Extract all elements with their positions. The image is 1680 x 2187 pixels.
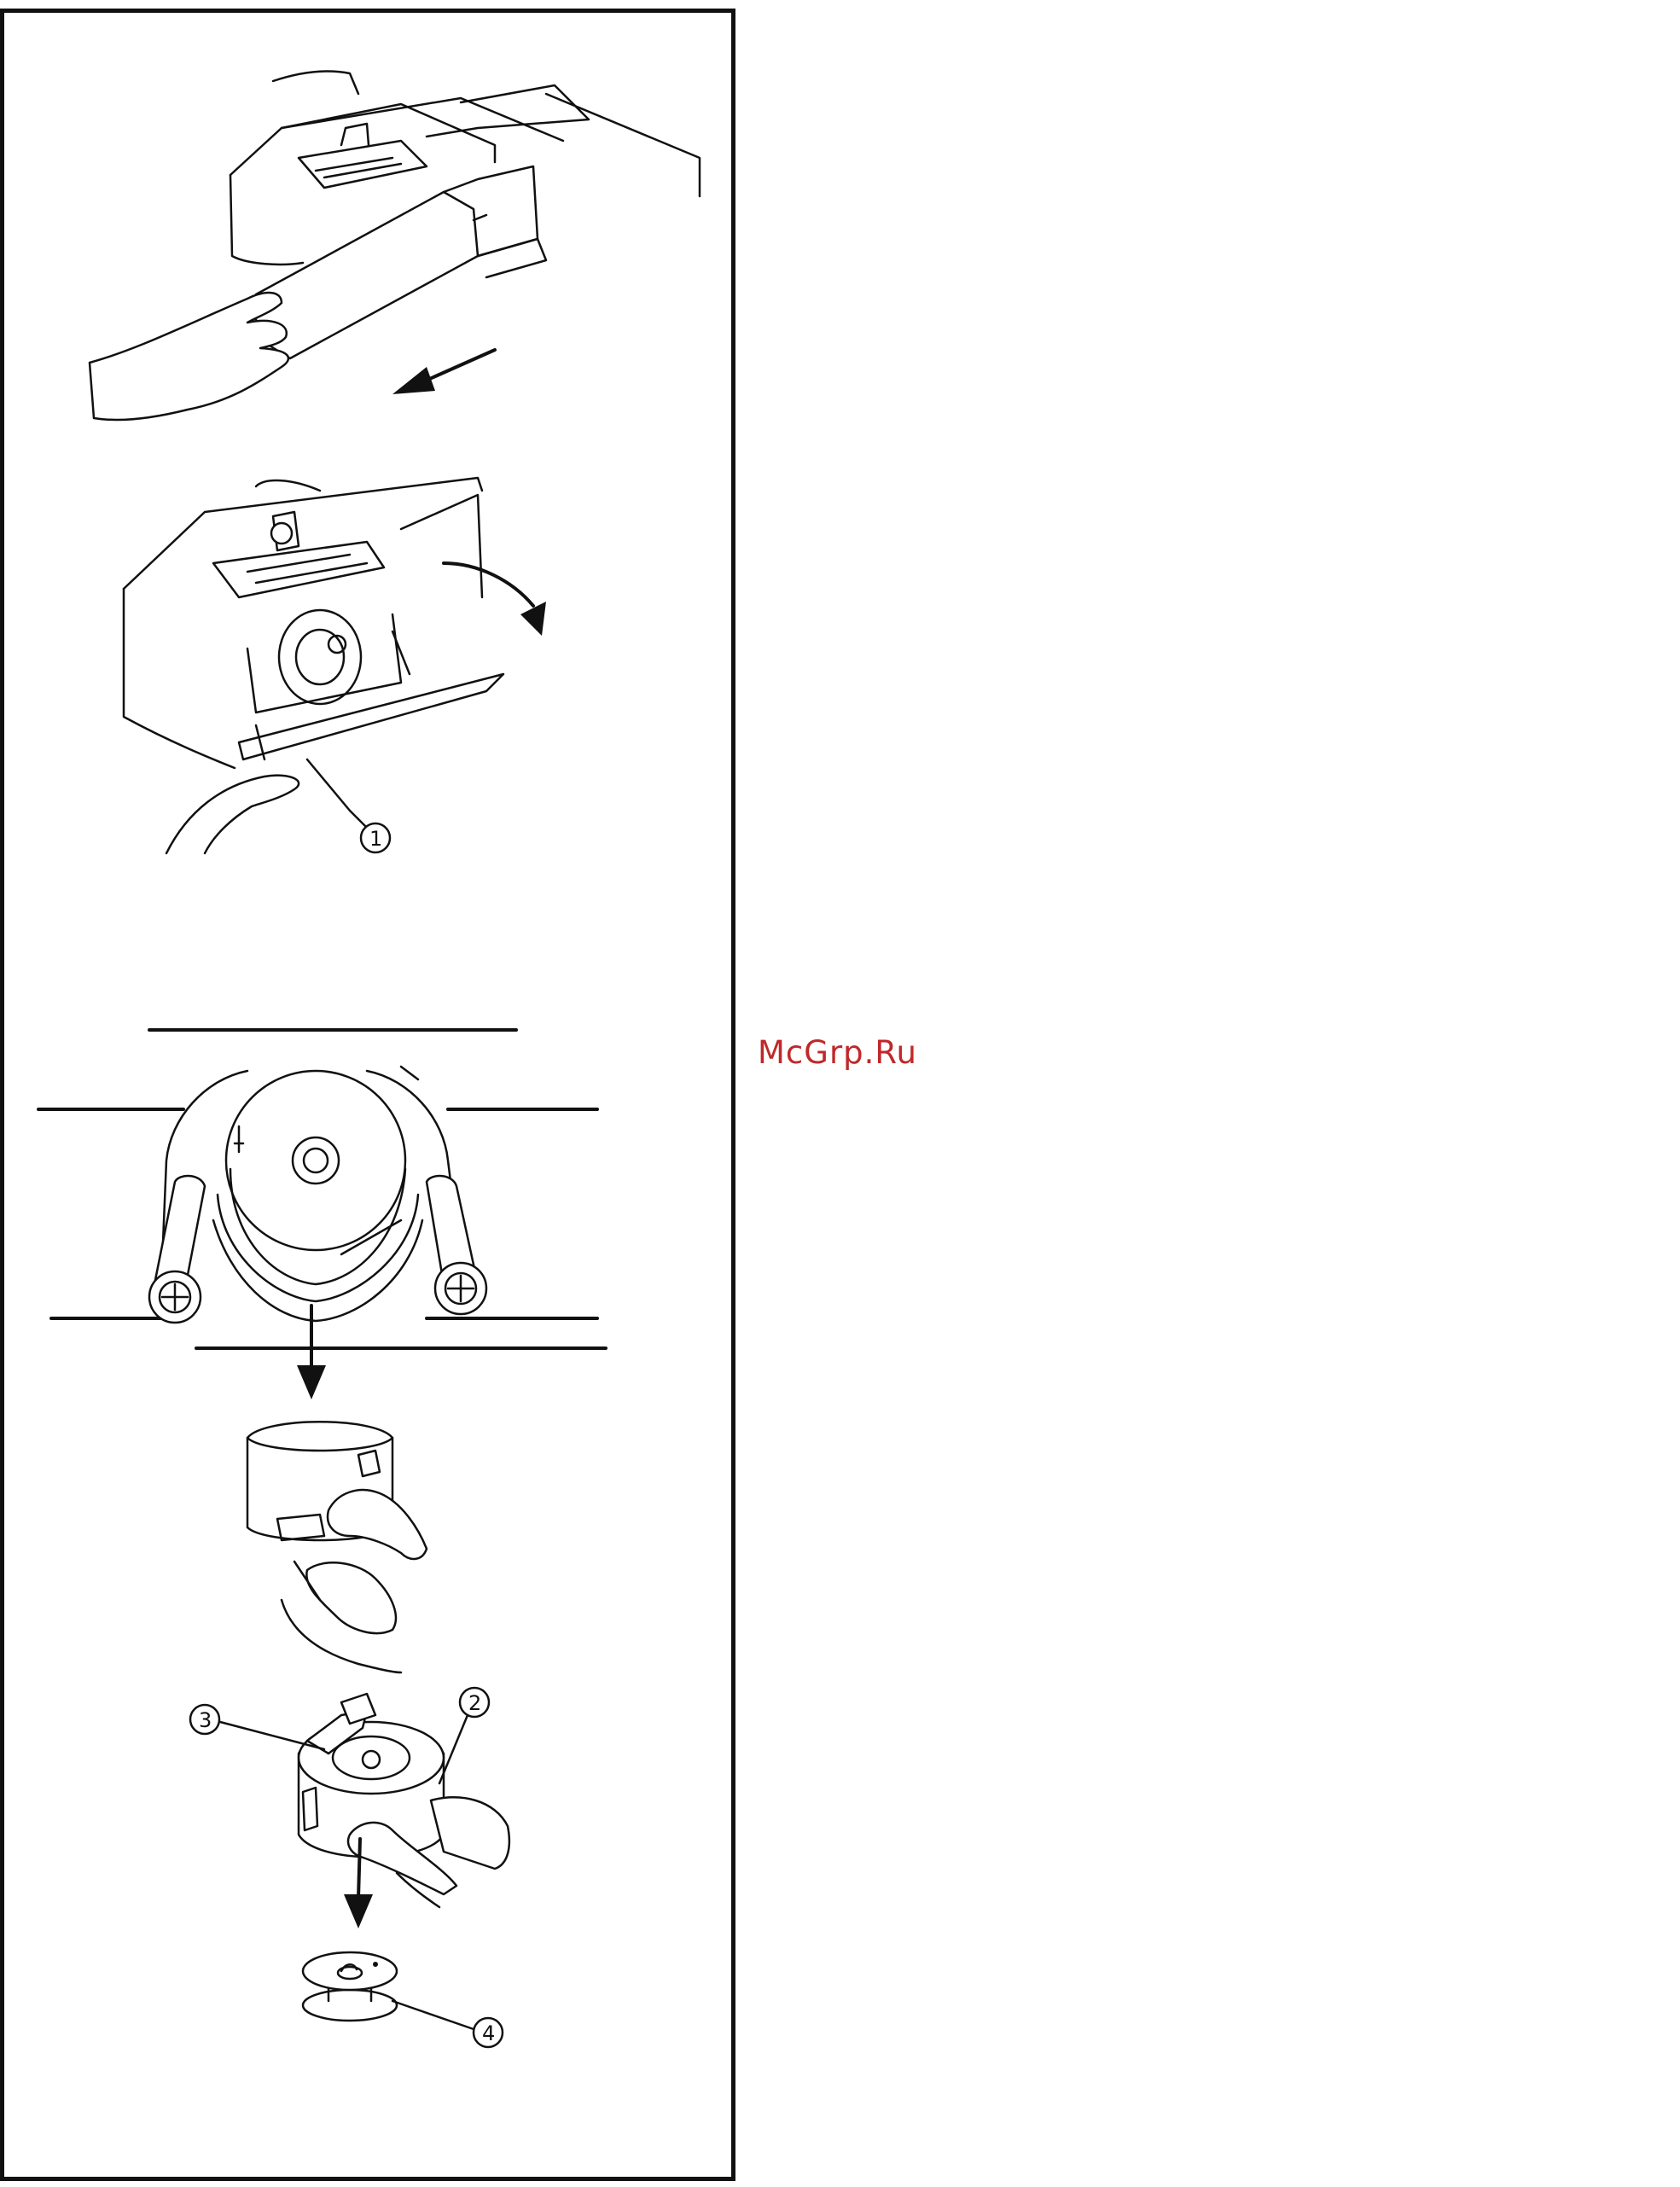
callout-2-label: 2 xyxy=(468,1691,481,1715)
fig-open-hook-cover: 1 xyxy=(124,478,546,853)
callout-3-label: 3 xyxy=(199,1708,212,1732)
fig-bobbin-release: 3 2 4 xyxy=(190,1688,509,2047)
bobbin-icon xyxy=(303,1952,397,2021)
callout-1-label: 1 xyxy=(369,827,382,851)
fig-remove-extension-table xyxy=(90,71,700,420)
fig-bobbin-case-hold xyxy=(247,1422,427,1672)
fig-bobbin-case-removal xyxy=(38,1030,606,1399)
callout-4-label: 4 xyxy=(482,2021,495,2045)
watermark-text: McGrp.Ru xyxy=(758,1034,917,1071)
